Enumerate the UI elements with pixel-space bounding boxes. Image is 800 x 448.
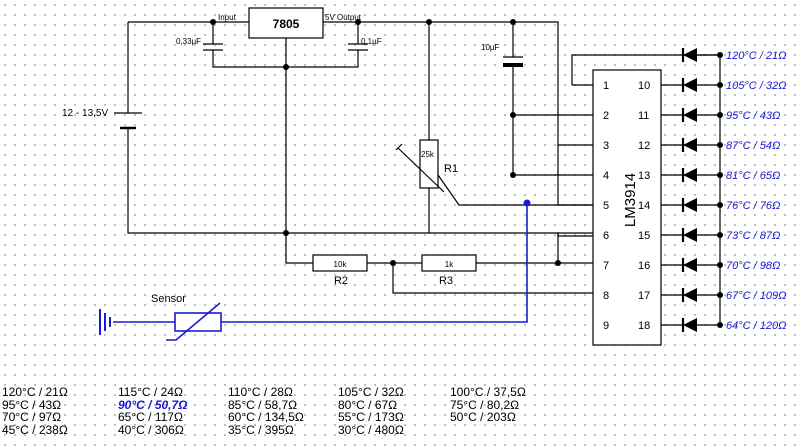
pin-13-label: 13 xyxy=(638,170,650,182)
pin-12-label: 12 xyxy=(638,140,650,152)
pin-5-label: 5 xyxy=(603,200,609,212)
led-6: 76°C / 76Ω xyxy=(661,198,780,212)
table-cell: 95°C / 43Ω xyxy=(2,397,62,412)
r3-value-label: 1k xyxy=(445,260,454,269)
potentiometer-r1 xyxy=(395,22,593,233)
table-cell: 105°C / 32Ω xyxy=(338,385,404,399)
pin-11-label: 11 xyxy=(638,110,649,122)
capacitor-c3 xyxy=(503,22,593,176)
output-label: 5V Output xyxy=(325,13,362,22)
table-cell: 75°C / 80,2Ω xyxy=(450,397,520,412)
pin-2-label: 2 xyxy=(603,110,609,122)
pin-15-label: 15 xyxy=(638,230,650,242)
table-cell: 110°C / 28Ω xyxy=(228,385,293,399)
battery-symbol xyxy=(114,112,142,130)
pin-17-label: 17 xyxy=(638,290,650,302)
table-cell: 55°C / 173Ω xyxy=(338,410,404,424)
pin-18-label: 18 xyxy=(638,320,650,332)
pin-numbers-right: 10 11 12 13 14 15 16 17 18 xyxy=(638,80,650,332)
led-3: 95°C / 43Ω xyxy=(661,108,780,122)
r2-name-label: R2 xyxy=(334,275,348,287)
resistor-r3 xyxy=(421,254,477,272)
pin-3-label: 3 xyxy=(603,140,609,152)
table-cell: 50°C / 203Ω xyxy=(450,410,516,424)
table-cell: 65°C / 117Ω xyxy=(118,410,183,424)
supply-rail xyxy=(127,22,593,237)
resistance-table: 120°C / 21Ω 115°C / 24Ω 110°C / 28Ω 105°C /… xyxy=(0,386,800,446)
led-label: 64°C / 120Ω xyxy=(726,320,786,332)
pin1-bus xyxy=(571,54,720,85)
c2-label: 0,1µF xyxy=(361,37,382,46)
table-cell: 45°C / 238Ω xyxy=(2,422,68,437)
led-7: 73°C / 87Ω xyxy=(661,228,780,242)
led-8: 70°C / 98Ω xyxy=(661,258,780,272)
pin-4-label: 4 xyxy=(603,170,609,182)
ic-label: LM3914 xyxy=(622,173,639,227)
temperature-sensor xyxy=(99,199,531,341)
pin-7-label: 7 xyxy=(603,260,609,272)
led-1: 120°C / 21Ω xyxy=(681,48,786,62)
led-label: 120°C / 21Ω xyxy=(726,50,786,62)
regulator-7805: 7805 xyxy=(248,7,324,39)
led-label: 95°C / 43Ω xyxy=(726,110,780,122)
table-cell: 35°C / 395Ω xyxy=(228,422,294,437)
table-cell: 40°C / 306Ω xyxy=(118,422,184,437)
led-label: 73°C / 87Ω xyxy=(726,230,780,242)
pin-1-label: 1 xyxy=(603,80,609,92)
led-label: 67°C / 109Ω xyxy=(726,290,786,302)
led-label: 76°C / 76Ω xyxy=(726,200,780,212)
c1-label: 0,33µF xyxy=(176,37,201,46)
pin-14-label: 14 xyxy=(638,200,650,212)
led-5: 81°C / 65Ω xyxy=(661,168,780,182)
input-label: Input xyxy=(218,13,237,22)
pin-8-label: 8 xyxy=(603,290,609,302)
led-label: 70°C / 98Ω xyxy=(726,260,780,272)
table-cell: 60°C / 134,5Ω xyxy=(228,410,304,424)
junctions xyxy=(210,19,561,266)
regulator-label: 7805 xyxy=(273,17,300,31)
led-4: 87°C / 54Ω xyxy=(661,138,780,152)
r2-value-label: 10k xyxy=(334,260,348,269)
pin-numbers-left: 1 2 3 4 5 6 7 8 9 xyxy=(603,80,609,332)
table-cell: 80°C / 67Ω xyxy=(338,397,398,412)
ic-lm3914: LM3914 xyxy=(592,69,662,346)
led-label: 105°C / 32Ω xyxy=(726,80,786,92)
led-label: 87°C / 54Ω xyxy=(726,140,780,152)
table-cell: 30°C / 480Ω xyxy=(338,422,404,437)
led-2: 105°C / 32Ω xyxy=(661,78,786,92)
ground-icon xyxy=(99,309,111,335)
c3-label: 10µF xyxy=(481,43,500,52)
pin-9-label: 9 xyxy=(603,320,609,332)
pot-name-label: R1 xyxy=(444,163,458,175)
led-9: 67°C / 109Ω xyxy=(661,288,786,302)
led-label: 81°C / 65Ω xyxy=(726,170,780,182)
pin-16-label: 16 xyxy=(638,260,650,272)
led-10: 64°C / 120Ω xyxy=(661,318,786,332)
table-cell: 100°C / 37,5Ω xyxy=(450,385,526,399)
pin-10-label: 10 xyxy=(638,80,650,92)
pin-6-label: 6 xyxy=(603,230,609,242)
led-array: 120°C / 21Ω 105°C / 32Ω 95°C / 43Ω 87°C / 5… xyxy=(661,48,786,332)
table-cell: 115°C / 24Ω xyxy=(118,385,183,399)
pot-value-label: 25k xyxy=(421,150,435,159)
sensor-label: Sensor xyxy=(151,293,186,305)
table-cell: 120°C / 21Ω xyxy=(2,385,68,399)
r3-name-label: R3 xyxy=(439,275,453,287)
table-cell: 85°C / 58,7Ω xyxy=(228,397,298,412)
table-cell: 90°C / 50,7Ω xyxy=(118,397,188,412)
table-cell: 70°C / 97Ω xyxy=(2,410,62,424)
supply-label: 12 - 13,5V xyxy=(62,108,108,119)
